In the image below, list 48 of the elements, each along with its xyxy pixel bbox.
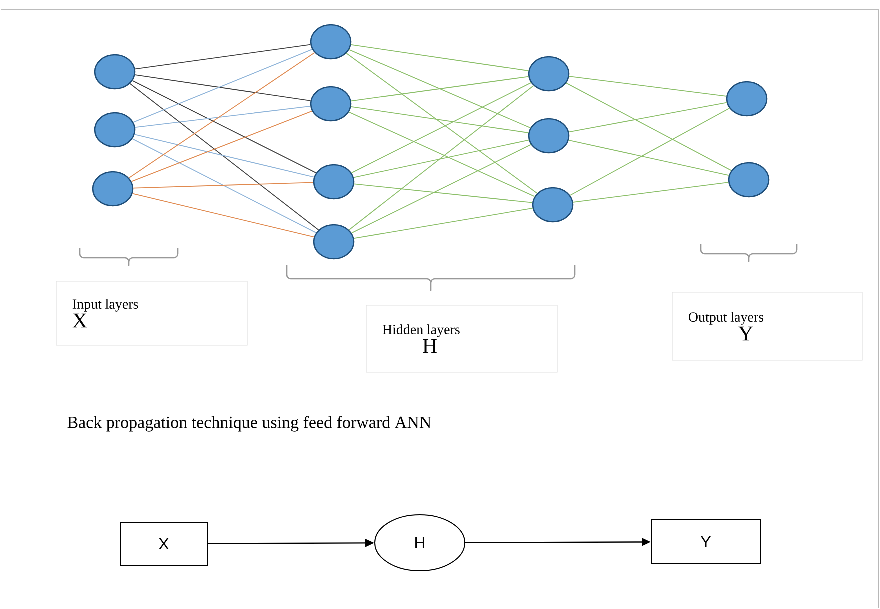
connection-line [134, 44, 312, 70]
connection-line [132, 193, 315, 238]
connection-line [350, 106, 530, 134]
connection-line [348, 112, 536, 198]
neuron-circle [94, 112, 136, 148]
connection-line [135, 106, 311, 128]
connection-line [348, 85, 534, 231]
connection-line [133, 182, 314, 189]
neuron-circle [310, 24, 352, 60]
connection-line [354, 140, 530, 178]
connection-line [346, 53, 538, 194]
connection-line [354, 208, 534, 240]
neuron-circle [313, 164, 355, 200]
connection-line [133, 49, 313, 123]
connection-line [568, 140, 730, 176]
neuron-circle [313, 224, 355, 260]
connection-line [570, 108, 730, 196]
label-box: Hidden layers H [366, 305, 558, 373]
connection-line [349, 50, 532, 128]
connection-line [130, 83, 320, 231]
neuron-circle [310, 86, 352, 122]
connection-line [350, 44, 530, 72]
connection-line [351, 144, 532, 234]
connection-line [134, 74, 312, 102]
neuron-circle [92, 171, 134, 207]
label-box: Output layers Y [672, 292, 863, 361]
label-box: Input layers X [56, 281, 248, 346]
connection-line [134, 134, 315, 178]
connection-line [354, 184, 533, 204]
connection-line [566, 82, 732, 172]
neuron-circle [726, 81, 768, 117]
connection-line [132, 80, 317, 174]
connection-line [132, 138, 317, 234]
connection-line [572, 182, 730, 203]
neuron-circle [94, 54, 136, 90]
neuron-circle [532, 187, 574, 223]
connection-line [568, 76, 728, 97]
neuron-circle [728, 162, 770, 198]
connection-line [131, 110, 313, 182]
neuron-circle [528, 118, 570, 154]
connection-line [128, 52, 316, 179]
caption-text: Back propagation technique using feed forward ANN [68, 416, 432, 432]
connection-line [350, 76, 530, 102]
layer-box: Y [651, 520, 761, 564]
neuron-circle [528, 56, 570, 92]
layer-box: X [120, 522, 208, 566]
connection-line [351, 82, 532, 174]
connection-line [568, 102, 728, 133]
